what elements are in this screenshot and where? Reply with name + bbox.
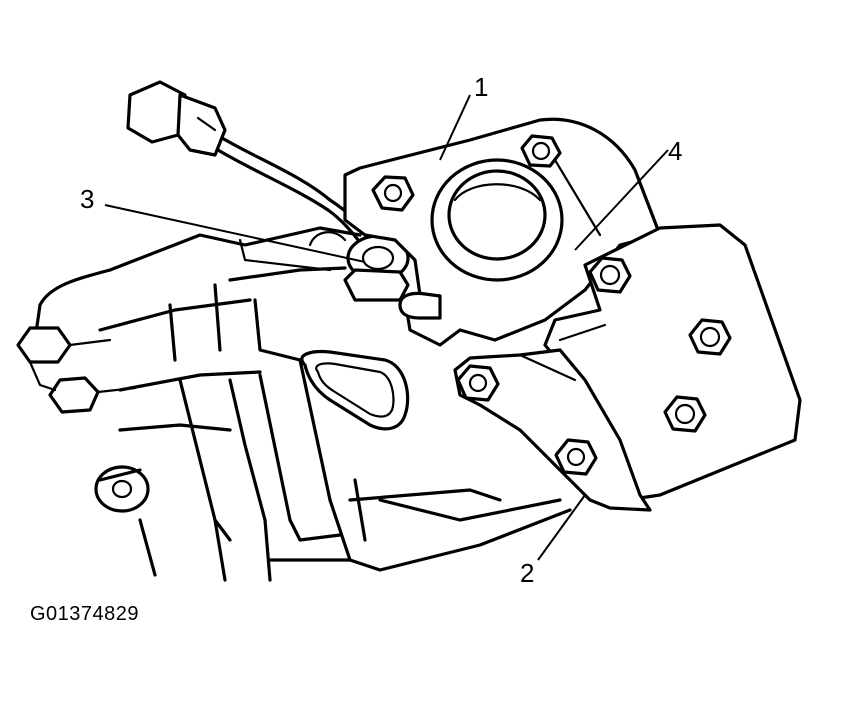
lower-bracket-bolt bbox=[456, 364, 500, 402]
callout-labels: 1 3 4 2 bbox=[80, 72, 682, 588]
connector-harness bbox=[126, 80, 374, 247]
bracket-bolt bbox=[520, 134, 562, 168]
sensor bbox=[343, 234, 410, 302]
lower-bracket bbox=[453, 348, 652, 512]
figure-id-label: G01374829 bbox=[30, 603, 140, 625]
plate-bolt bbox=[688, 318, 732, 356]
callout-1: 1 bbox=[474, 72, 488, 102]
bracket-bolt bbox=[371, 175, 415, 212]
callout-3: 3 bbox=[80, 184, 94, 214]
housing-casting bbox=[16, 226, 572, 582]
callout-4: 4 bbox=[668, 136, 682, 166]
callout-2: 2 bbox=[520, 558, 534, 588]
plate-bolt bbox=[663, 395, 707, 433]
plate-bolt bbox=[588, 256, 632, 294]
mounting-bracket bbox=[343, 117, 662, 347]
lower-bracket-bolt bbox=[554, 438, 598, 476]
leader-lines bbox=[104, 94, 669, 561]
